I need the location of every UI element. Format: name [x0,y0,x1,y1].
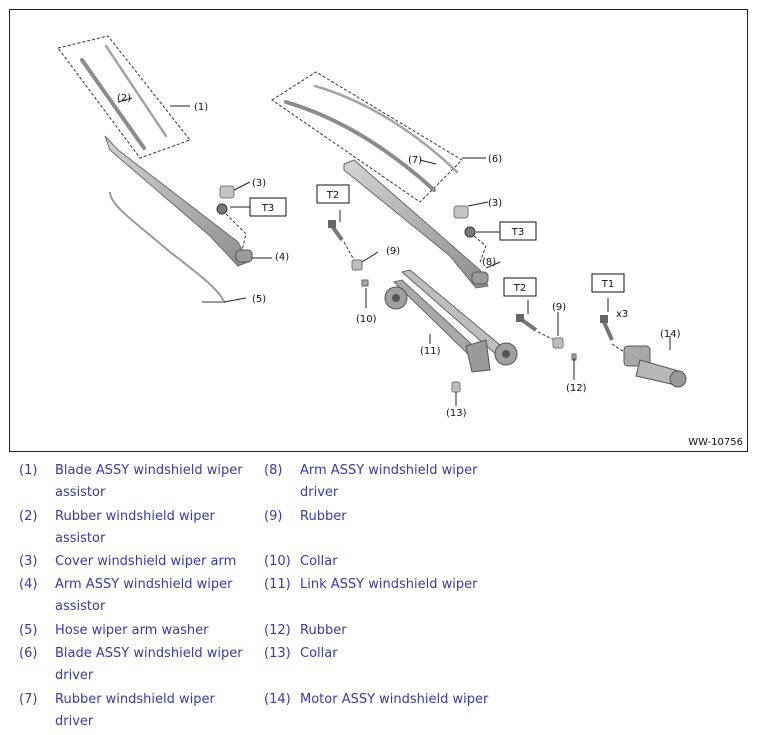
legend-number: (1) [19,463,38,478]
torque-code: T3 [261,203,274,214]
quantity-note: x3 [616,309,628,320]
torque-box: T2 [503,277,537,297]
torque-code: T1 [601,279,614,290]
nut-right-leader [473,235,487,263]
wiper-motor [600,315,687,388]
arm-cover-left [219,185,235,199]
callout-label: (7) [408,155,422,166]
legend-number: (8) [264,463,283,478]
legend-number: (10) [264,554,291,569]
assistor-rubber [104,44,168,138]
legend-text: Hose wiper arm washer [55,623,209,638]
bolt-right [520,318,538,332]
legend-number: (12) [264,623,291,638]
driver-blade [284,100,436,192]
washer-hose [109,191,226,303]
legend-text: Arm ASSY windshield wiper assistor [55,577,233,614]
legend-text: Motor ASSY windshield wiper [300,692,489,707]
legend-number: (3) [19,554,38,569]
legend-text: Rubber windshield wiper driver [55,692,215,729]
bolt-right-leader [537,331,555,341]
bolt-left-head [328,220,336,228]
legend-text: Blade ASSY windshield wiper driver [55,646,243,683]
legend-number: (13) [264,646,291,661]
legend-number: (5) [19,623,38,638]
legend-number: (7) [19,692,38,707]
torque-box: T1 [591,273,625,293]
callout-label: (3) [488,198,502,209]
legend-text: Rubber windshield wiper assistor [55,509,215,546]
legend-text: Collar [300,554,338,569]
torque-box: T3 [499,221,537,241]
exploded-diagram: (1) (2) (3) (4) (5) (6) (7) (3) (8) (9) (10) (11) (9… [9,9,748,452]
bolt-left-leader [343,241,355,261]
legend-text: Cover windshield wiper arm [55,554,237,569]
legend-number: (4) [19,577,38,592]
callout-label: (8) [482,257,496,268]
driver-blade-group-box [271,71,463,203]
legend-number: (11) [264,577,291,592]
diagram-canvas: (1) (2) (3) (4) (5) (6) (7) (3) (8) (9) (10) (11) (9… [57,35,687,419]
legend-text: Arm ASSY windshield wiper driver [300,463,478,500]
callout-label: (13) [446,408,467,419]
callout-label: (5) [252,294,266,305]
torque-box: T3 [249,197,287,217]
callout-label: (2) [117,93,131,104]
assistor-blade-group-box [57,35,191,159]
callout-label: (9) [552,302,566,313]
driver-arm [343,159,489,289]
legend-number: (2) [19,509,38,524]
callout-leaders [117,97,671,406]
legend-text: Collar [300,646,338,661]
callout-label: (11) [420,346,441,357]
rubber-left [351,259,363,271]
bolt-left [330,224,344,242]
assistor-arm-pivot [235,249,253,263]
legend-text: Blade ASSY windshield wiper assistor [55,463,243,500]
assistor-arm [104,135,249,267]
callout-label: (1) [194,102,208,113]
link-assy [384,269,518,373]
callout-label: (14) [660,329,681,340]
driver-arm-pivot [471,271,489,285]
callout-label: (9) [386,246,400,257]
torque-code: T2 [326,190,339,201]
collar-left [361,279,369,287]
arm-nut-left [216,203,228,215]
legend-number: (6) [19,646,38,661]
rubber-bottom [451,381,461,393]
legend-text: Rubber [300,623,347,638]
rubber-right [552,337,564,349]
legend-number: (14) [264,692,291,707]
legend-text: Rubber [300,509,347,524]
arm-nut-right [464,226,476,238]
callout-label: (4) [275,252,289,263]
driver-rubber [313,84,459,174]
callout-label: (12) [566,383,587,394]
legend-number: (9) [264,509,283,524]
torque-box: T2 [316,184,350,204]
torque-code: T3 [511,227,524,238]
figure-code: WW-10756 [688,437,743,448]
callout-label: (10) [356,314,377,325]
callout-label: (6) [488,154,502,165]
bolt-right-head [516,314,524,322]
torque-code: T2 [513,283,526,294]
arm-cover-right [453,205,469,219]
assistor-blade [80,58,146,150]
legend-text: Link ASSY windshield wiper [300,577,478,592]
callout-label: (3) [252,178,266,189]
